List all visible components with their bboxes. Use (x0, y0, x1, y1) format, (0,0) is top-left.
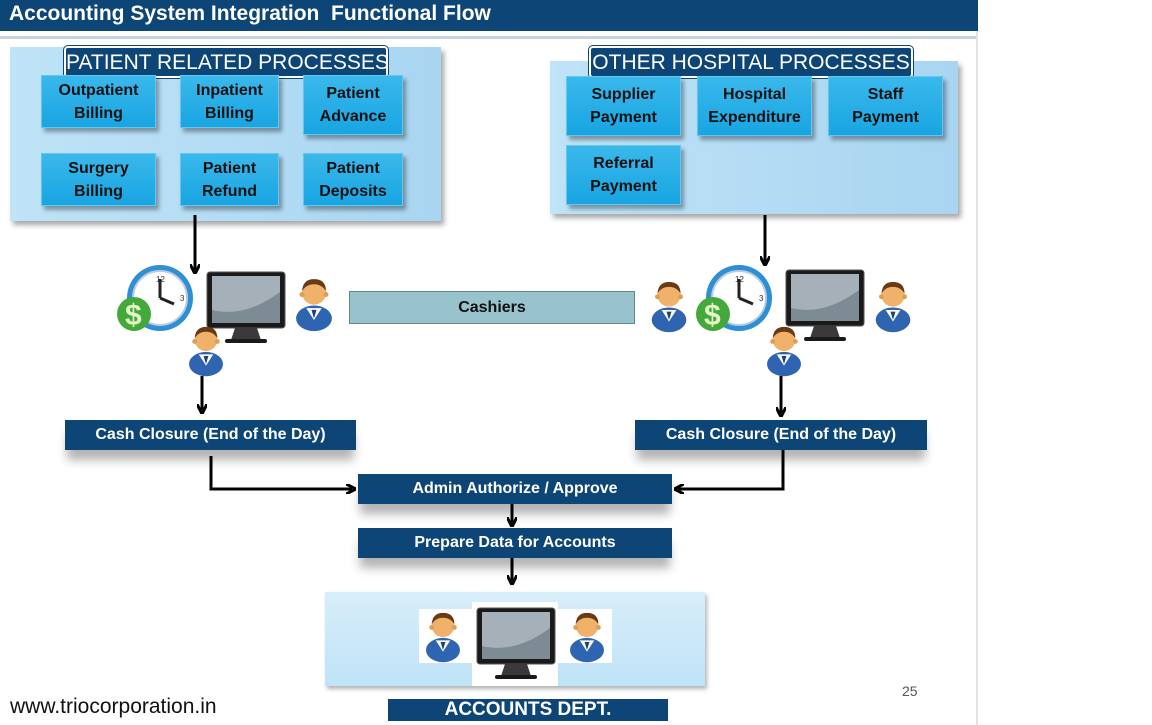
patient-refund-tile[interactable]: Patient Refund (180, 153, 279, 206)
referral-payment-tile[interactable]: Referral Payment (566, 145, 681, 205)
slide-edge (976, 31, 978, 725)
patient-deposits-tile[interactable]: Patient Deposits (303, 153, 403, 206)
cash-closure-left-bar[interactable]: Cash Closure (End of the Day) (65, 420, 356, 450)
page-number: 25 (902, 683, 918, 699)
hospital-expenditure-tile[interactable]: Hospital Expenditure (697, 76, 812, 136)
cash-closure-right-bar[interactable]: Cash Closure (End of the Day) (635, 420, 927, 450)
footer-url[interactable]: www.triocorporation.in (10, 695, 217, 718)
supplier-payment-tile[interactable]: Supplier Payment (566, 76, 681, 136)
page-title: Accounting System Integration Functional… (9, 2, 491, 25)
header-divider (0, 36, 978, 39)
admin-authorize-bar[interactable]: Admin Authorize / Approve (358, 474, 672, 504)
patient-advance-tile[interactable]: Patient Advance (303, 75, 403, 135)
arrow-left-icon (678, 450, 785, 489)
staff-payment-tile[interactable]: Staff Payment (828, 76, 943, 136)
prepare-data-bar[interactable]: Prepare Data for Accounts (358, 528, 672, 558)
header-bar: Accounting System Integration Functional… (0, 0, 978, 31)
accounts-dept-label: ACCOUNTS DEPT. (388, 699, 668, 721)
patient-processes-title: PATIENT RELATED PROCESSES (64, 46, 389, 78)
hospital-processes-title: OTHER HOSPITAL PROCESSES (589, 46, 913, 78)
inpatient-billing-tile[interactable]: Inpatient Billing (180, 75, 279, 128)
surgery-billing-tile[interactable]: Surgery Billing (41, 153, 156, 206)
outpatient-billing-tile[interactable]: Outpatient Billing (41, 75, 156, 128)
cashiers-label: Cashiers (349, 291, 635, 324)
arrow-right-icon (209, 456, 352, 489)
